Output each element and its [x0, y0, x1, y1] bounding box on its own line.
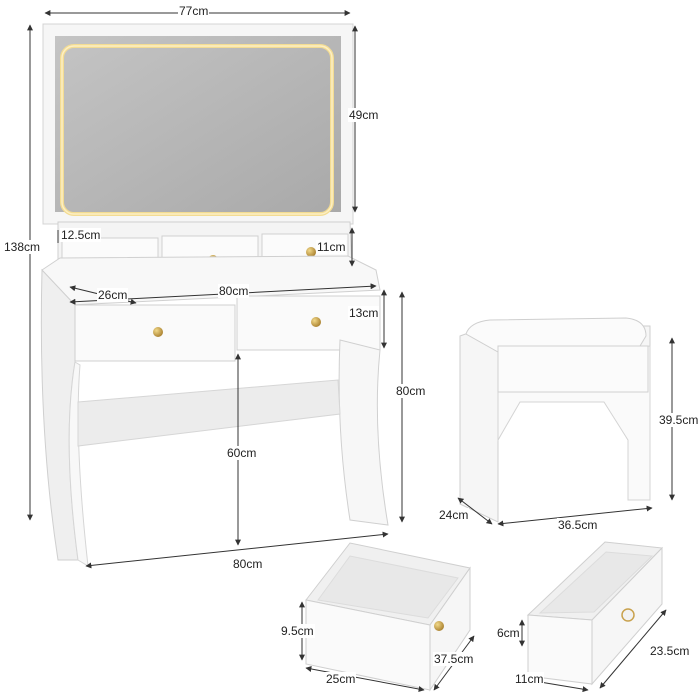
mirror-glass: [55, 36, 341, 212]
stool-cushion: [465, 317, 647, 353]
vanity-desk: [40, 23, 389, 567]
stool-height-label: 39.5cm: [658, 413, 700, 427]
mirror-height-label: 49cm: [348, 108, 380, 122]
small-drawer-detail: [526, 541, 664, 686]
stool-depth-label: 24cm: [438, 508, 470, 522]
desk-base-width-label: 80cm: [232, 557, 264, 571]
small-drawer-width-label: 12.5cm: [60, 228, 102, 242]
big-drawer-inner-width-label: 25cm: [325, 672, 357, 686]
small-drawer-height-label: 11cm: [316, 240, 347, 254]
knob-icon: [311, 317, 321, 327]
desk-depth-label: 26cm: [97, 288, 129, 302]
back-panel: [77, 379, 341, 447]
small-drawer-length-label: 23.5cm: [649, 644, 691, 658]
right-leg: [338, 339, 389, 526]
total-height-label: 138cm: [3, 240, 42, 254]
stool-width-label: 36.5cm: [557, 518, 599, 532]
knob-icon: [306, 247, 316, 257]
desk-height-label: 80cm: [395, 384, 427, 398]
small-drawer-inner-width-label: 11cm: [514, 672, 545, 686]
leg-clearance-label: 60cm: [226, 446, 258, 460]
big-drawer-detail: [305, 542, 471, 692]
stool: [459, 317, 651, 523]
big-drawer-height-label: 13cm: [348, 306, 380, 320]
small-drawer-inner-height-label: 6cm: [496, 626, 521, 640]
big-drawer-right: [236, 295, 381, 351]
knob-icon: [153, 327, 163, 337]
desk-top-width-label: 80cm: [218, 284, 250, 298]
big-drawer-length-label: 37.5cm: [433, 652, 475, 666]
knob-icon: [434, 621, 444, 631]
knob-icon: [621, 608, 635, 622]
mirror-width-label: 77cm: [178, 4, 210, 18]
big-drawer-inner-height-label: 9.5cm: [280, 624, 315, 638]
